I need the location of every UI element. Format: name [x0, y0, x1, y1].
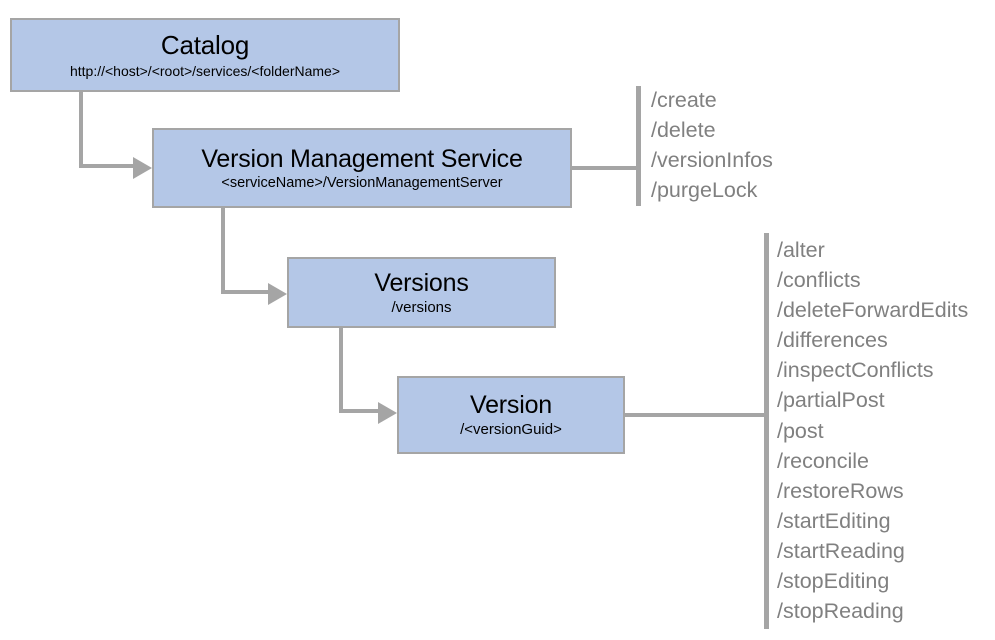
- connector-versions-to-version-vertical: [339, 328, 343, 413]
- node-versions-title: Versions: [374, 268, 469, 297]
- version-operation: /startEditing: [777, 508, 891, 533]
- version-operation: /partialPost: [777, 388, 885, 413]
- service-operation: /versionInfos: [651, 148, 773, 172]
- version-operations-list: /alter/conflicts/deleteForwardEdits/diff…: [777, 235, 968, 626]
- service-operation: /delete: [651, 118, 716, 142]
- node-catalog-subtitle: http://<host>/<root>/services/<folderNam…: [69, 62, 341, 79]
- node-catalog-title: Catalog: [160, 30, 250, 61]
- connector-catalog-to-service-horizontal: [79, 164, 135, 168]
- version-operation: /alter: [777, 238, 825, 262]
- version-operation: /deleteForwardEdits: [777, 298, 969, 323]
- node-version-management-service[interactable]: Version Management Service <serviceName>…: [152, 128, 572, 208]
- service-operation: /create: [651, 88, 717, 112]
- node-version[interactable]: Version /<versionGuid>: [397, 376, 625, 454]
- connector-catalog-to-service-vertical: [79, 92, 83, 168]
- connector-version-to-operations: [625, 413, 768, 417]
- arrowhead-service-to-versions: [268, 283, 287, 305]
- version-operation: /conflicts: [777, 268, 861, 293]
- arrowhead-catalog-to-service: [133, 157, 152, 179]
- bracket-service-operations: [636, 86, 641, 206]
- node-catalog[interactable]: Catalog http://<host>/<root>/services/<f…: [10, 18, 400, 92]
- version-operation: /differences: [777, 328, 888, 353]
- bracket-version-operations: [764, 233, 769, 629]
- node-version-management-service-subtitle: <serviceName>/VersionManagementServer: [221, 174, 503, 191]
- node-version-title: Version: [470, 391, 552, 420]
- node-versions-subtitle: /versions: [391, 298, 452, 316]
- version-operation: /inspectConflicts: [777, 358, 934, 383]
- connector-service-to-versions-horizontal: [221, 290, 271, 294]
- connector-service-to-operations: [572, 166, 640, 170]
- version-operation: /restoreRows: [777, 478, 904, 503]
- connector-versions-to-version-horizontal: [339, 409, 381, 413]
- version-operation: /stopEditing: [777, 569, 890, 594]
- arrowhead-versions-to-version: [378, 402, 397, 424]
- version-operation: /reconcile: [777, 448, 870, 473]
- node-version-management-service-title: Version Management Service: [201, 144, 523, 173]
- node-version-subtitle: /<versionGuid>: [460, 421, 562, 439]
- version-operation: /post: [777, 418, 824, 443]
- version-operation: /stopReading: [777, 599, 904, 624]
- version-operation: /startReading: [777, 538, 905, 563]
- service-operation: /purgeLock: [651, 178, 758, 202]
- connector-service-to-versions-vertical: [221, 208, 225, 294]
- node-versions[interactable]: Versions /versions: [287, 257, 556, 328]
- service-operations-list: /create/delete/versionInfos/purgeLock: [651, 85, 773, 205]
